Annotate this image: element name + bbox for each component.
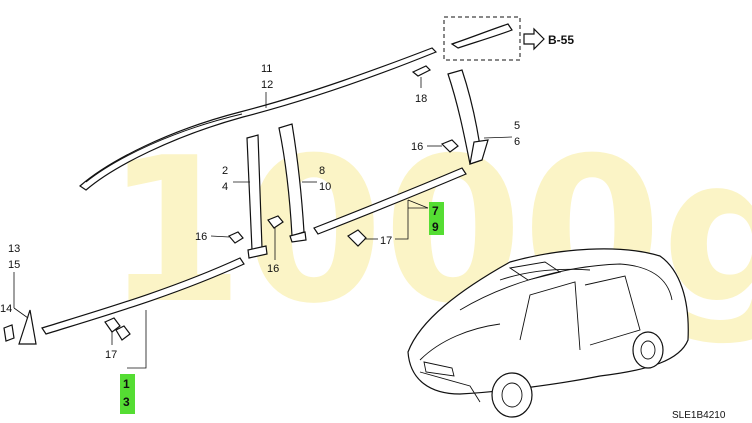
callout-13: 13 <box>8 243 20 255</box>
car-illustration <box>407 248 689 418</box>
callout-17-left: 17 <box>105 349 117 361</box>
clip-14 <box>3 324 15 342</box>
clip-16-upper <box>440 139 459 153</box>
leader-5 <box>483 136 513 139</box>
clip-18 <box>411 65 432 88</box>
callout-16-center: 16 <box>267 263 279 275</box>
front-door-molding <box>41 257 245 335</box>
callout-6: 6 <box>514 136 520 148</box>
reference-part <box>450 23 513 49</box>
callout-18: 18 <box>415 93 427 105</box>
callout-3: 3 <box>123 395 130 409</box>
clip-16-center <box>267 215 284 229</box>
callout-4: 4 <box>222 181 228 193</box>
leader-16-left <box>210 235 230 238</box>
highlight-7-9 <box>429 202 444 235</box>
corner-garnish <box>18 309 37 345</box>
callout-11: 11 <box>261 63 272 75</box>
callout-14: 14 <box>0 303 12 315</box>
rear-door-molding <box>313 167 467 235</box>
leader-1-3 <box>127 310 147 369</box>
callout-9: 9 <box>432 220 439 234</box>
clip-16-left <box>228 231 244 244</box>
reference-arrow-icon <box>523 27 545 51</box>
diagram-code: SLE1B4210 <box>672 410 726 421</box>
clip-17-left-b <box>115 325 131 341</box>
reference-box <box>443 16 521 61</box>
callout-5: 5 <box>514 120 520 132</box>
leader-17-bracket <box>395 200 409 240</box>
roof-molding <box>79 47 438 191</box>
callout-2: 2 <box>222 165 228 177</box>
rear-pillar-garnish <box>447 69 489 165</box>
highlight-1-3 <box>120 374 135 414</box>
center-pillar-garnish <box>278 123 307 243</box>
callout-7: 7 <box>432 204 439 218</box>
front-pillar-garnish <box>246 134 268 259</box>
callout-1: 1 <box>123 377 130 391</box>
callout-8: 8 <box>319 165 325 177</box>
clip-17-right <box>347 229 367 247</box>
callout-10: 10 <box>319 181 331 193</box>
callout-16-left: 16 <box>195 231 207 243</box>
clip-17-left-a <box>104 317 121 333</box>
callout-17-right: 17 <box>380 235 392 247</box>
callout-15: 15 <box>8 259 20 271</box>
reference-label: B-55 <box>548 33 574 47</box>
callout-16-upper: 16 <box>411 141 423 153</box>
callout-12: 12 <box>261 79 273 91</box>
leader-7-9 <box>407 199 429 209</box>
